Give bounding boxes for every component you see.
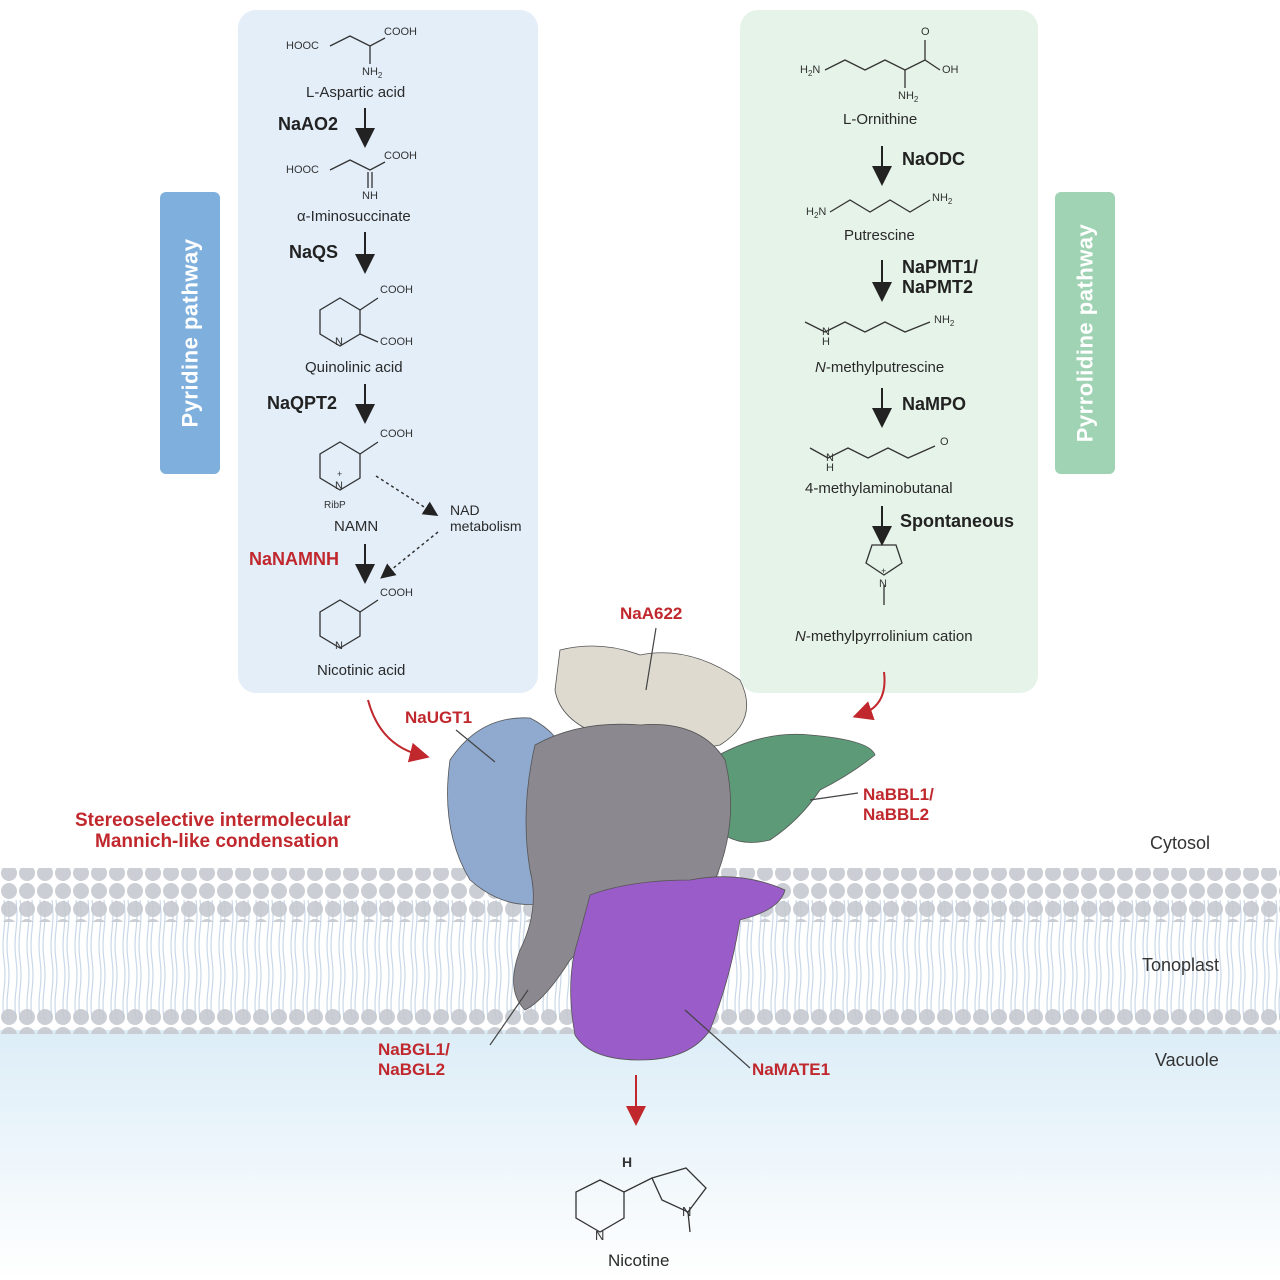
ornithine-o: O [921,26,930,38]
namn-ribp: RibP [324,500,346,511]
arrow-nad-to-nicotinic [380,531,439,579]
imino-hooc: HOOC [286,164,319,176]
reaction-line1: Stereoselective intermolecular [75,810,351,831]
compound-methylputrescine: N-methylputrescine [815,359,945,376]
ornithine-h2n: H2N [800,64,821,79]
enzyme-naqpt2: NaQPT2 [267,393,338,413]
label-nabgl1: NaBGL1/ [378,1040,450,1059]
protein-purple [570,876,786,1061]
namn-cooh: COOH [380,428,413,440]
leader-naugt1 [455,729,496,763]
methylaminobutanal-skeleton [809,445,936,459]
nicotine-h: H [622,1154,633,1170]
imino-nh: NH [362,190,378,202]
protein-complex [447,645,876,1061]
aminobutanal-n: N [826,452,834,464]
arrow-namn-to-nad [375,475,439,517]
nicotinic-n: N [335,640,343,652]
aminobutanal-o: O [940,436,949,448]
label-nabbl1: NaBBL1/ [863,785,934,804]
compound-methylpyrrolinium: N-methylpyrrolinium cation [795,628,973,645]
nad-metabolism-line2: metabolism [450,518,522,534]
enzyme-naao2: NaAO2 [278,114,339,134]
label-nabbl2: NaBBL2 [863,805,930,824]
pyrrolinium-n: N [879,578,887,590]
quin-n: N [335,336,343,348]
methylputrescine-skeleton [804,321,931,333]
namn-plus: + [337,469,343,479]
label-nabgl2: NaBGL2 [378,1060,446,1079]
putrescine-h2n: H2N [806,206,827,221]
leader-naa622 [645,627,657,691]
enzyme-naqs: NaQS [289,242,339,262]
nicotine-n-ring: N [595,1228,605,1243]
product-nicotine: Nicotine [608,1251,670,1270]
aspartic-cooh: COOH [384,26,417,38]
enzyme-napmt2: NaPMT2 [902,277,974,297]
label-naa622: NaA622 [620,604,683,623]
imino-cooh: COOH [384,150,417,162]
label-tonoplast: Tonoplast [1142,955,1220,975]
pyrrolidine-pathway-tab: Pyrrolidine pathway [1055,192,1115,474]
pyridine-pathway-panel [238,10,538,693]
enzyme-nanamnh: NaNAMNH [249,549,339,569]
pyridine-pathway-tab: Pyridine pathway [160,192,220,474]
label-vacuole: Vacuole [1155,1050,1219,1070]
putrescine-nh2: NH2 [932,192,953,207]
pyrrolinium-plus: + [881,566,887,576]
putrescine-skeleton [829,199,931,213]
label-naugt1: NaUGT1 [405,708,473,727]
leader-namate1 [684,1009,751,1069]
compound-iminosuccinate: α-Iminosuccinate [297,208,411,225]
compound-nicotinic-acid: Nicotinic acid [317,662,406,679]
aspartic-hooc: HOOC [286,40,319,52]
nicotine-pyrrolidine-ring [651,1167,707,1213]
compound-putrescine: Putrescine [844,227,915,244]
methylputrescine-n: N [822,326,830,338]
pyrrolidine-pathway-panel [740,10,1038,693]
methylputrescine-h: H [822,336,830,348]
nicotinic-cooh: COOH [380,587,413,599]
leader-nabbl [809,792,859,801]
ornithine-oh: OH [942,64,959,76]
methylputrescine-nh2: NH2 [934,314,955,329]
ornithine-nh2: NH2 [898,90,919,105]
compound-ornithine: L-Ornithine [843,111,918,128]
reaction-line2: Mannich-like condensation [95,831,339,852]
label-namate1: NaMATE1 [752,1060,831,1079]
nicotine-pyridine-ring [575,1179,625,1233]
compound-namn: NAMN [334,518,379,535]
protein-green [709,733,876,843]
aspartic-acid-skeleton [329,35,386,47]
nicotine-n-pyrrolidine: N [682,1204,692,1219]
aspartic-nh2: NH2 [362,66,383,81]
label-cytosol: Cytosol [1150,833,1211,853]
arrow-nicotinic-to-complex [367,699,430,763]
leader-nabgl [489,989,529,1046]
enzyme-naodc: NaODC [902,149,966,169]
enzyme-spontaneous: Spontaneous [900,511,1015,531]
compound-methylaminobutanal: 4-methylaminobutanal [805,480,953,497]
quin-cooh-2: COOH [380,336,413,348]
aminobutanal-h: H [826,462,834,474]
enzyme-napmt1: NaPMT1/ [902,257,979,277]
nad-metabolism-line1: NAD [450,502,480,518]
namn-n: N [335,480,343,492]
enzyme-nampo: NaMPO [902,394,967,414]
ornithine-skeleton [824,59,941,71]
compound-quinolinic-acid: Quinolinic acid [305,359,403,376]
compound-aspartic-acid: L-Aspartic acid [306,84,406,101]
quin-cooh-1: COOH [380,284,413,296]
iminosuccinate-skeleton [329,159,386,171]
arrow-pyrrolinium-to-complex [852,671,886,721]
